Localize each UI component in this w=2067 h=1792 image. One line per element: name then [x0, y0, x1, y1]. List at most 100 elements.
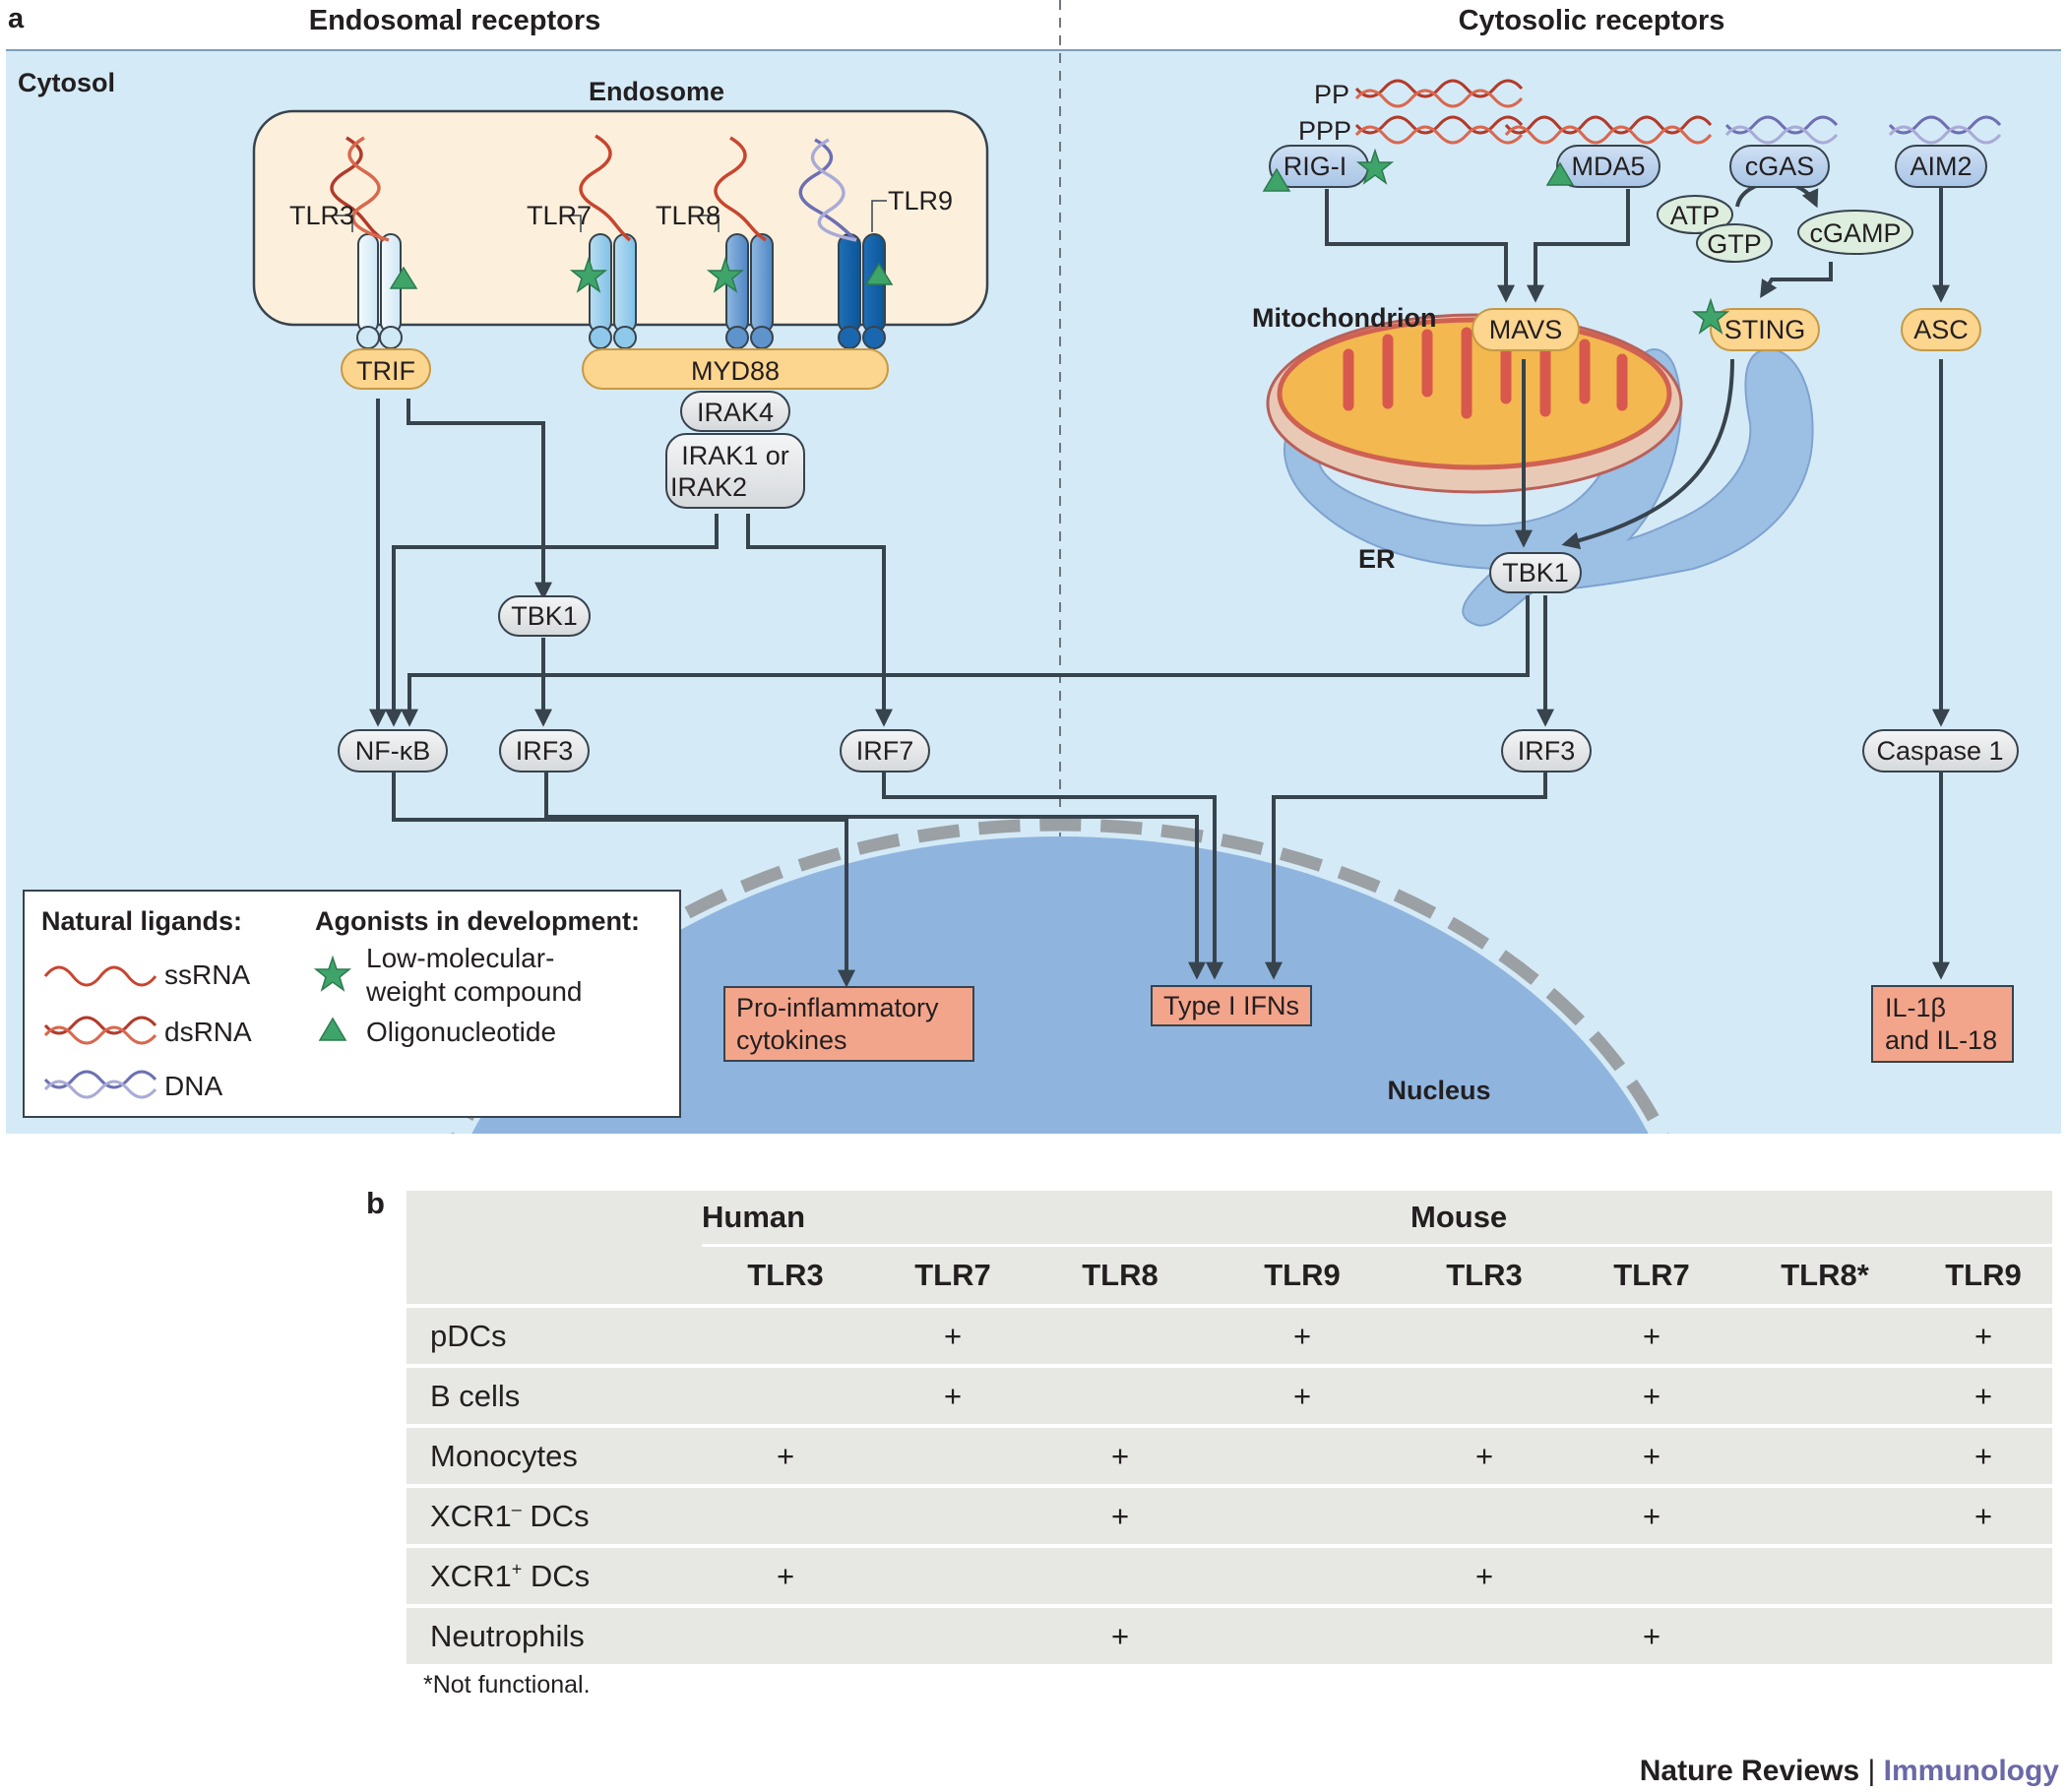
- table-cell: [1401, 1364, 1568, 1426]
- tlr8-receptor: [725, 233, 774, 349]
- trif-node: [341, 348, 431, 390]
- row-label: XCR1+ DCs: [407, 1544, 702, 1606]
- irf3-left-label: IRF3: [516, 736, 574, 766]
- col-header: TLR7: [1568, 1245, 1735, 1306]
- legend-natural-title: Natural ligands:: [41, 906, 242, 936]
- journal-credit: Nature Reviews | Immunology: [1640, 1755, 2059, 1788]
- gtp-node: [1696, 223, 1773, 263]
- table-cell: [1204, 1484, 1401, 1546]
- pp-label: PP: [1314, 80, 1349, 109]
- table-row: XCR1– DCs+++: [407, 1484, 2052, 1546]
- irf7-node: [840, 729, 930, 772]
- aim2-dna: [1888, 115, 2002, 145]
- table-cell: [869, 1544, 1036, 1606]
- table-column-header-row: TLR3 TLR7 TLR8 TLR9 TLR3 TLR7 TLR8* TLR9: [407, 1245, 2052, 1306]
- tbk1-left-node: [498, 595, 591, 637]
- row-label: Neutrophils: [407, 1604, 702, 1664]
- table-cell: +: [1401, 1544, 1568, 1606]
- table-cell: [1401, 1304, 1568, 1366]
- pathway-diagram: MYD88 TRIF IRAK4 IRAK1 or IRAK2 TBK1 NF-…: [6, 0, 2061, 1134]
- trif-label: TRIF: [356, 356, 415, 386]
- table-cell: [1036, 1364, 1204, 1426]
- table-cell: [1735, 1304, 1914, 1366]
- group-mouse-label: Mouse: [1410, 1199, 1508, 1234]
- endosomal-receptors-header: Endosomal receptors: [309, 5, 601, 36]
- legend-oligo-label: Oligonucleotide: [366, 1017, 556, 1047]
- mda5-label: MDA5: [1571, 152, 1645, 181]
- irak4-node: [680, 391, 790, 432]
- table-cell: +: [1568, 1484, 1735, 1546]
- rigi-label: RIG-I: [1284, 152, 1347, 181]
- table-cell: [1568, 1544, 1735, 1606]
- mitochondrion-label: Mitochondrion: [1252, 303, 1436, 333]
- myd88-label: MYD88: [691, 356, 780, 386]
- irf7-label: IRF7: [856, 736, 914, 766]
- table-cell: [1401, 1604, 1568, 1664]
- table-cell: +: [1036, 1424, 1204, 1486]
- myd88-node: [582, 348, 889, 390]
- legend-dsrna-icon: [43, 1016, 157, 1045]
- table-cell: [869, 1424, 1036, 1486]
- col-header: TLR8: [1036, 1245, 1204, 1306]
- legend-dna-icon: [43, 1070, 157, 1099]
- credit-separator: |: [1859, 1755, 1884, 1787]
- table-cell: +: [869, 1304, 1036, 1366]
- table-row: Monocytes+++++: [407, 1424, 2052, 1486]
- table-cell: [1914, 1544, 2052, 1606]
- tlr3-dsrna-ligand: [330, 136, 390, 242]
- table-group-header-row: Human Mouse: [407, 1191, 2052, 1247]
- atp-label: ATP: [1670, 201, 1721, 230]
- tlr-expression-table: Human Mouse TLR3 TLR7 TLR8 TLR9 TLR3 TLR…: [407, 1191, 2052, 1664]
- sting-label: STING: [1724, 315, 1806, 344]
- ppp-dsrna: [1354, 115, 1524, 145]
- table-cell: +: [1914, 1364, 2052, 1426]
- caspase1-node: [1862, 729, 2019, 772]
- table-cell: +: [1204, 1304, 1401, 1366]
- table-cell: [1401, 1484, 1568, 1546]
- table-cell: +: [1568, 1364, 1735, 1426]
- table-cell: +: [1204, 1364, 1401, 1426]
- row-label-tail: DCs: [521, 1498, 590, 1533]
- asc-label: ASC: [1913, 315, 1969, 344]
- mavs-node: [1472, 308, 1580, 351]
- table-cell: [1735, 1424, 1914, 1486]
- il1b-il18-box: [1871, 985, 2014, 1063]
- table-cell: +: [1568, 1604, 1735, 1664]
- mda5-dsrna: [1504, 115, 1713, 145]
- tlr8-ssrna-ligand: [714, 136, 767, 242]
- table-cell: +: [869, 1364, 1036, 1426]
- mda5-node: [1556, 145, 1660, 188]
- rigi-compound-star: [1355, 148, 1395, 185]
- pp-dsrna: [1354, 79, 1524, 108]
- row-label-text: B cells: [430, 1378, 521, 1413]
- legend-ssrna-icon: [43, 965, 157, 987]
- mitochondrion: [1266, 313, 1683, 494]
- irak1-irak2-node: [665, 433, 805, 509]
- table-cell: +: [1568, 1304, 1735, 1366]
- cytokines-line2: cytokines: [736, 1025, 847, 1055]
- table-cell: [1036, 1544, 1204, 1606]
- tbk1-right-node: [1489, 552, 1582, 593]
- tlr7-receptor: [589, 233, 637, 349]
- cytokines-line1: Pro-inflammatory: [736, 993, 939, 1022]
- row-label-superscript: +: [511, 1559, 523, 1579]
- table-cell: [1204, 1544, 1401, 1606]
- table-cell: [1914, 1604, 2052, 1664]
- cgamp-node: [1797, 210, 1913, 255]
- row-label-text: pDCs: [430, 1318, 507, 1353]
- atp-node: [1657, 195, 1733, 234]
- table-cell: [702, 1604, 869, 1664]
- table-row: B cells + + + +: [407, 1364, 2052, 1426]
- ppp-label: PPP: [1298, 116, 1351, 146]
- table-cell: [702, 1304, 869, 1366]
- type-i-ifns-box: [1151, 985, 1312, 1026]
- tlr3-oligonucleotide-triangle: [389, 266, 418, 289]
- col-header: TLR9: [1914, 1245, 2052, 1306]
- tlr9-oligonucleotide-triangle: [864, 262, 894, 285]
- legend-dna-label: DNA: [164, 1071, 222, 1101]
- tlr7-label: TLR7: [527, 201, 592, 230]
- sting-compound-star: [1691, 297, 1730, 335]
- table-cell: [1735, 1484, 1914, 1546]
- row-label: Monocytes: [407, 1424, 702, 1486]
- table-cell: [1036, 1304, 1204, 1366]
